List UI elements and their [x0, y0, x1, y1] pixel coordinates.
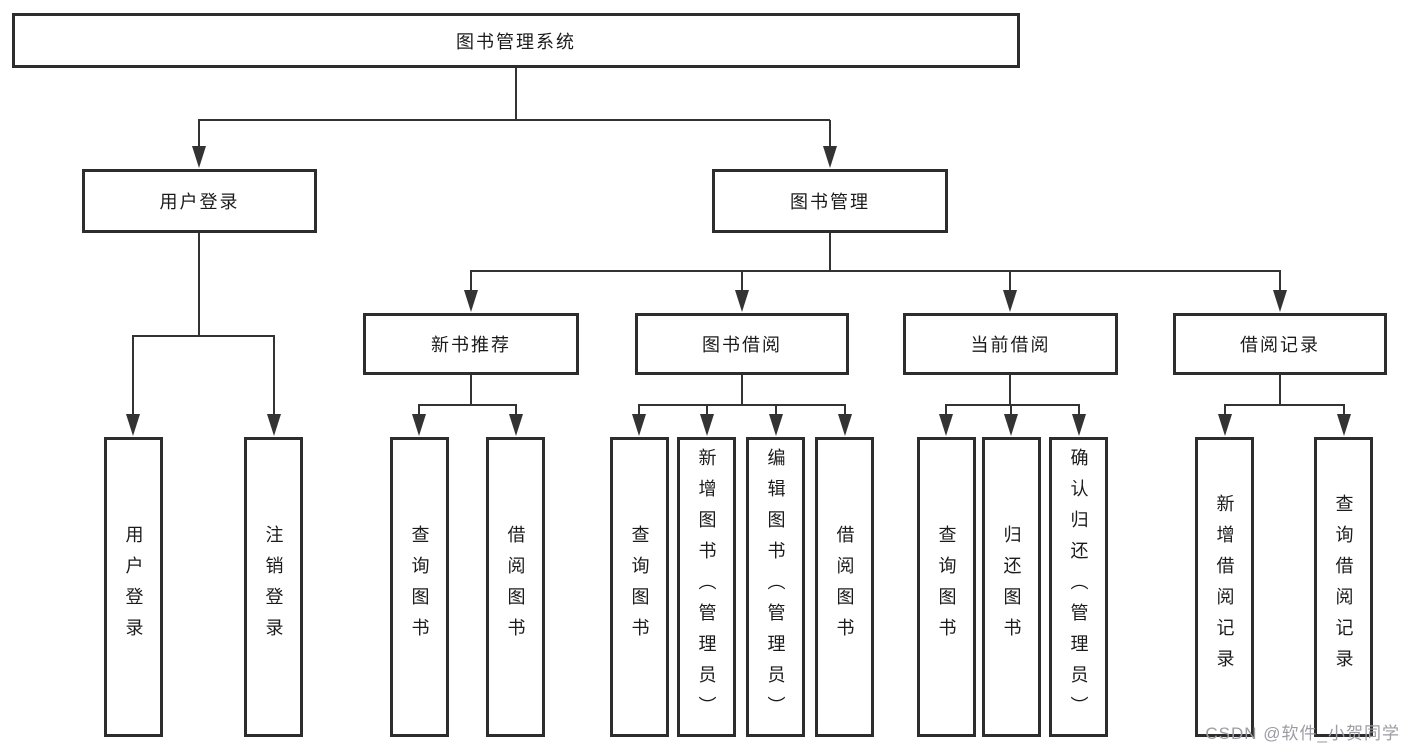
node-book-borrowing: 图书借阅: [635, 313, 849, 375]
leaf-return-books: 归还图书: [982, 437, 1041, 737]
leaf-label: 确认归还（管理员）: [1068, 447, 1089, 727]
leaf-label: 新增图书（管理员）: [696, 447, 717, 727]
node-label: 图书借阅: [702, 335, 782, 355]
node-borrowing-records: 借阅记录: [1173, 313, 1387, 375]
connector-mgmt-to-level3: [464, 233, 1287, 312]
csdn-watermark: CSDN @软件_小贺同学: [1205, 724, 1400, 743]
node-label: 用户登录: [159, 192, 240, 212]
leaf-logout: 注销登录: [244, 437, 303, 737]
leaf-label: 借阅图书: [834, 525, 855, 649]
node-user-login: 用户登录: [82, 169, 317, 233]
leaf-query-books-current: 查询图书: [917, 437, 976, 737]
leaf-borrow-books-recommend: 借阅图书: [486, 437, 545, 737]
leaf-label: 查询图书: [409, 525, 430, 649]
node-label: 图书管理: [790, 192, 870, 212]
connector-login-to-leaves: [126, 233, 281, 436]
leaf-borrow-books-borrowing: 借阅图书: [815, 437, 874, 737]
leaf-label: 查询图书: [936, 525, 957, 649]
connector-newbook-fan: [412, 375, 523, 436]
leaf-query-books-borrowing: 查询图书: [610, 437, 669, 737]
leaf-label: 查询图书: [629, 525, 650, 649]
node-label: 当前借阅: [970, 335, 1051, 355]
node-new-book-recommendation: 新书推荐: [363, 313, 579, 375]
node-label: 借阅记录: [1240, 335, 1320, 355]
node-library-management-system: 图书管理系统: [12, 13, 1020, 68]
connector-current-fan: [939, 375, 1086, 436]
leaf-label: 归还图书: [1001, 525, 1022, 649]
leaf-user-login: 用户登录: [104, 437, 163, 737]
connector-root-to-level2: [192, 68, 837, 168]
leaf-label: 用户登录: [123, 525, 144, 649]
leaf-label: 借阅图书: [505, 525, 526, 649]
leaf-query-books-recommend: 查询图书: [390, 437, 449, 737]
node-current-borrowing: 当前借阅: [903, 313, 1118, 375]
node-label: 图书管理系统: [456, 31, 576, 52]
node-book-management: 图书管理: [712, 169, 948, 233]
leaf-add-books-admin: 新增图书（管理员）: [677, 437, 736, 737]
connector-records-fan: [1218, 375, 1351, 436]
leaf-label: 注销登录: [263, 525, 284, 649]
leaf-edit-books-admin: 编辑图书（管理员）: [746, 437, 805, 737]
leaf-label: 编辑图书（管理员）: [765, 447, 786, 727]
leaf-add-borrow-record: 新增借阅记录: [1195, 437, 1254, 737]
connector-borrow-fan: [632, 375, 852, 436]
leaf-label: 查询借阅记录: [1333, 494, 1354, 680]
leaf-label: 新增借阅记录: [1214, 494, 1235, 680]
node-label: 新书推荐: [431, 335, 511, 355]
leaf-query-borrow-record: 查询借阅记录: [1314, 437, 1373, 737]
leaf-confirm-return-admin: 确认归还（管理员）: [1049, 437, 1108, 737]
